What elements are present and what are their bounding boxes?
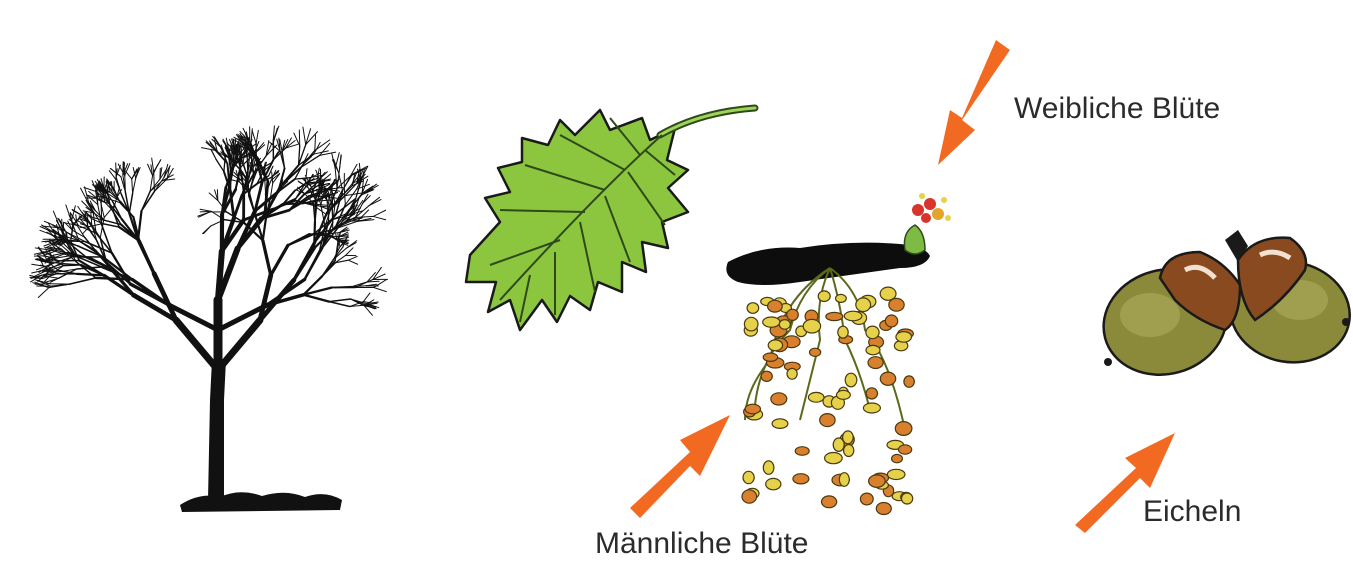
acorns-label: Eicheln [1143,495,1241,529]
arrow-icon [938,40,1010,165]
twig-icon [726,243,930,285]
female-flower-label: Weibliche Blüte [1014,92,1220,126]
oak-leaf-icon [466,108,755,330]
tree-silhouette-icon [30,126,388,512]
arrow-icon [630,415,730,518]
female-flower-icon [904,193,951,254]
male-flower-label: Männliche Blüte [595,527,808,561]
male-catkin-icon [742,268,914,515]
acorn-icon [1092,230,1353,388]
